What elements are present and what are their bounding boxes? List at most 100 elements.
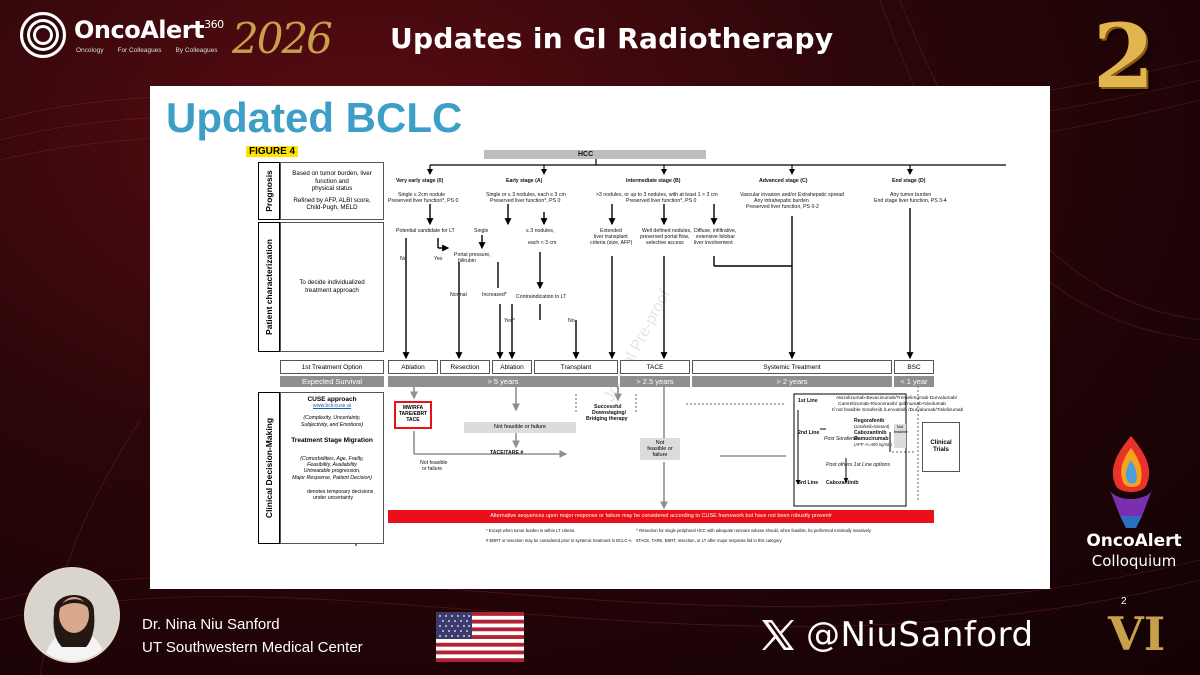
stageD-desc-2: End stage liver function, PS 3-4 bbox=[874, 198, 947, 204]
figure-label: FIGURE 4 bbox=[246, 146, 299, 157]
diffuse-1: Diffuse, infiltrative, bbox=[694, 228, 737, 234]
regorafenib-note: (sorafenib-tolerant) bbox=[854, 424, 890, 429]
downstaging-3: Bridging therapy bbox=[586, 416, 628, 422]
drug-cabozantinib-3: Cabozantinib bbox=[826, 480, 859, 486]
node-single: Single bbox=[474, 228, 489, 234]
line-1-text-2: Camrelizumab-Rivoceranib/ Ipilimumab-Niv… bbox=[838, 402, 946, 407]
node-portal-2: bilirubin bbox=[458, 258, 476, 264]
stageC-desc-2: Any intrahepatic burden bbox=[754, 198, 809, 204]
patient-box: To decide individualized treatment appro… bbox=[280, 222, 384, 352]
speaker-avatar bbox=[24, 567, 120, 663]
tace-tare: TACE/TARE # bbox=[490, 450, 524, 456]
survival-1y: < 1 year bbox=[894, 376, 934, 387]
post-sorafenib: Post Sorafenib bbox=[824, 436, 859, 442]
cuse-link[interactable]: www.bclccuse.ai bbox=[312, 403, 352, 410]
treatment-tace: TACE bbox=[620, 360, 690, 374]
not-feasible-small: Not feasible bbox=[894, 424, 908, 448]
roman-numeral: VI bbox=[1108, 607, 1166, 661]
bclc-figure: FIGURE 4 HCC Journal Pre-proof Prognosis… bbox=[246, 142, 1046, 587]
hcc-label: HCC bbox=[578, 151, 594, 158]
stage0-desc-1: Single ≤ 2cm nodule bbox=[398, 192, 445, 198]
survival-2-5y: > 2.5 years bbox=[620, 376, 690, 387]
brand-name: OncoAlert360 bbox=[74, 16, 224, 44]
concentric-circles-icon bbox=[20, 12, 66, 58]
page-title: Updates in GI Radiotherapy bbox=[390, 22, 834, 55]
node-no: No bbox=[400, 256, 407, 262]
drug-regorafenib: Regorafenib bbox=[854, 418, 885, 424]
node-yes-hat: Yes^ bbox=[504, 318, 515, 324]
migration-title: Treatment Stage Migration bbox=[291, 436, 373, 444]
line-1-text-3: If not feasible Sorafenib /Lenvatinib /D… bbox=[832, 408, 964, 413]
treatment-transplant: Transplant bbox=[534, 360, 618, 374]
stageB-desc-1: >3 nodules, or up to 3 nodules, with at … bbox=[596, 192, 718, 198]
node-portal-1: Portal pressure, bbox=[454, 252, 491, 258]
hcc-header-bar bbox=[484, 150, 706, 159]
slide-panel: Updated BCLC bbox=[150, 86, 1050, 589]
stage-end: End stage (D) bbox=[892, 178, 926, 184]
node-contraindication: Contraindication to LT bbox=[516, 294, 567, 300]
stage-advanced: Advanced stage (C) bbox=[759, 178, 808, 184]
footnote-4: ¥TACE, TARE, EBRT, resection, or LT afte… bbox=[636, 538, 782, 543]
mw-rfa-box: MW/RFA TARE/EBRT TACE bbox=[394, 401, 432, 429]
colloquium-title: OncoAlert bbox=[1086, 531, 1182, 551]
treatment-resection: Resection bbox=[440, 360, 490, 374]
colloquium-super: 2 bbox=[1121, 596, 1127, 607]
ext-lt-1: Extended bbox=[600, 228, 622, 234]
stage0-desc-2: Preserved liver function*, PS 0 bbox=[388, 198, 459, 204]
stageC-desc-3: Preserved liver function, PS 0-2 bbox=[746, 204, 819, 210]
node-normal: Normal bbox=[450, 292, 467, 298]
downstaging-1: Successful bbox=[594, 404, 622, 410]
survival-2y: > 2 years bbox=[692, 376, 892, 387]
node-three-nodules-1: ≤ 3 nodules, bbox=[526, 228, 555, 234]
node-no-2: No bbox=[568, 318, 575, 324]
survival-5y: > 5 years bbox=[388, 376, 618, 387]
expected-survival-label: Expected Survival bbox=[280, 376, 384, 387]
footnote-3: # EBRT or resection may be considered pr… bbox=[486, 538, 632, 543]
node-yes: Yes bbox=[434, 256, 443, 262]
not-feasible-1: Not feasible bbox=[420, 460, 448, 466]
well-def-2: preserved portal flow, bbox=[640, 234, 690, 240]
row-label-patient: Patient characterization bbox=[258, 222, 280, 352]
speaker-affiliation: UT Southwestern Medical Center bbox=[142, 639, 363, 656]
treatment-systemic: Systemic Treatment bbox=[692, 360, 892, 374]
well-def-1: Well defined nodules, bbox=[642, 228, 692, 234]
decision-box: CUSE approach www.bclccuse.ai (Complexit… bbox=[280, 392, 384, 544]
slide-heading: Updated BCLC bbox=[166, 94, 463, 141]
stageB-desc-2: Preserved liver function*, PS 0 bbox=[626, 198, 697, 204]
ramucirumab-note: (AFP >/=400 ng/mL) bbox=[854, 442, 892, 447]
post-others: Post others 1st Line options bbox=[826, 462, 891, 468]
stageC-desc-1: Vascular invasion and/or Extrahepatic sp… bbox=[740, 192, 844, 198]
footnote-2: ^ Resection for single peripheral HCC wi… bbox=[636, 528, 871, 533]
torch-icon bbox=[1110, 436, 1152, 528]
stage-very-early: Very early stage (0) bbox=[396, 178, 444, 184]
diffuse-2: extensive bilobar bbox=[696, 234, 735, 240]
stage-intermediate: Intermediate stage (B) bbox=[626, 178, 681, 184]
treatment-ablation-2: Ablation bbox=[492, 360, 532, 374]
treatment-ablation: Ablation bbox=[388, 360, 438, 374]
x-logo-icon[interactable] bbox=[760, 618, 796, 652]
prognosis-box: Based on tumor burden, liver function an… bbox=[280, 162, 384, 220]
line-1-text-1: Atezolizumab-Bevacizumab/Tremelimumab-Du… bbox=[836, 396, 958, 401]
ext-lt-2: liver transplant bbox=[594, 234, 628, 240]
alternative-sequences-bar: Alternative sequences upon major respons… bbox=[388, 510, 934, 523]
row-label-prognosis: Prognosis bbox=[258, 162, 280, 220]
cuse-title: CUSE approach bbox=[307, 396, 357, 403]
line-2-label: 2nd Line bbox=[798, 430, 820, 436]
stage-early: Early stage (A) bbox=[506, 178, 543, 184]
first-treatment-label: 1st Treatment Option bbox=[280, 360, 384, 374]
social-handle[interactable]: @NiuSanford bbox=[806, 615, 1034, 655]
node-increased: Increased* bbox=[482, 292, 507, 298]
line-3-label: 3rd Line bbox=[798, 480, 819, 486]
stageD-desc-1: Any tumor burden bbox=[890, 192, 932, 198]
year-2026: 2026 bbox=[232, 14, 333, 63]
stageA-desc-1: Single or ≤ 3 nodules, each ≤ 3 cm bbox=[486, 192, 566, 198]
not-feasible-2: or failure bbox=[422, 466, 443, 472]
lt-candidate: Potential candidate for LT bbox=[396, 228, 455, 234]
node-three-nodules-2: each < 3 cm bbox=[528, 240, 557, 246]
ext-lt-3: criteria (size, AFP) bbox=[590, 240, 633, 246]
us-flag-icon bbox=[436, 612, 524, 662]
well-def-3: selective access bbox=[646, 240, 684, 246]
